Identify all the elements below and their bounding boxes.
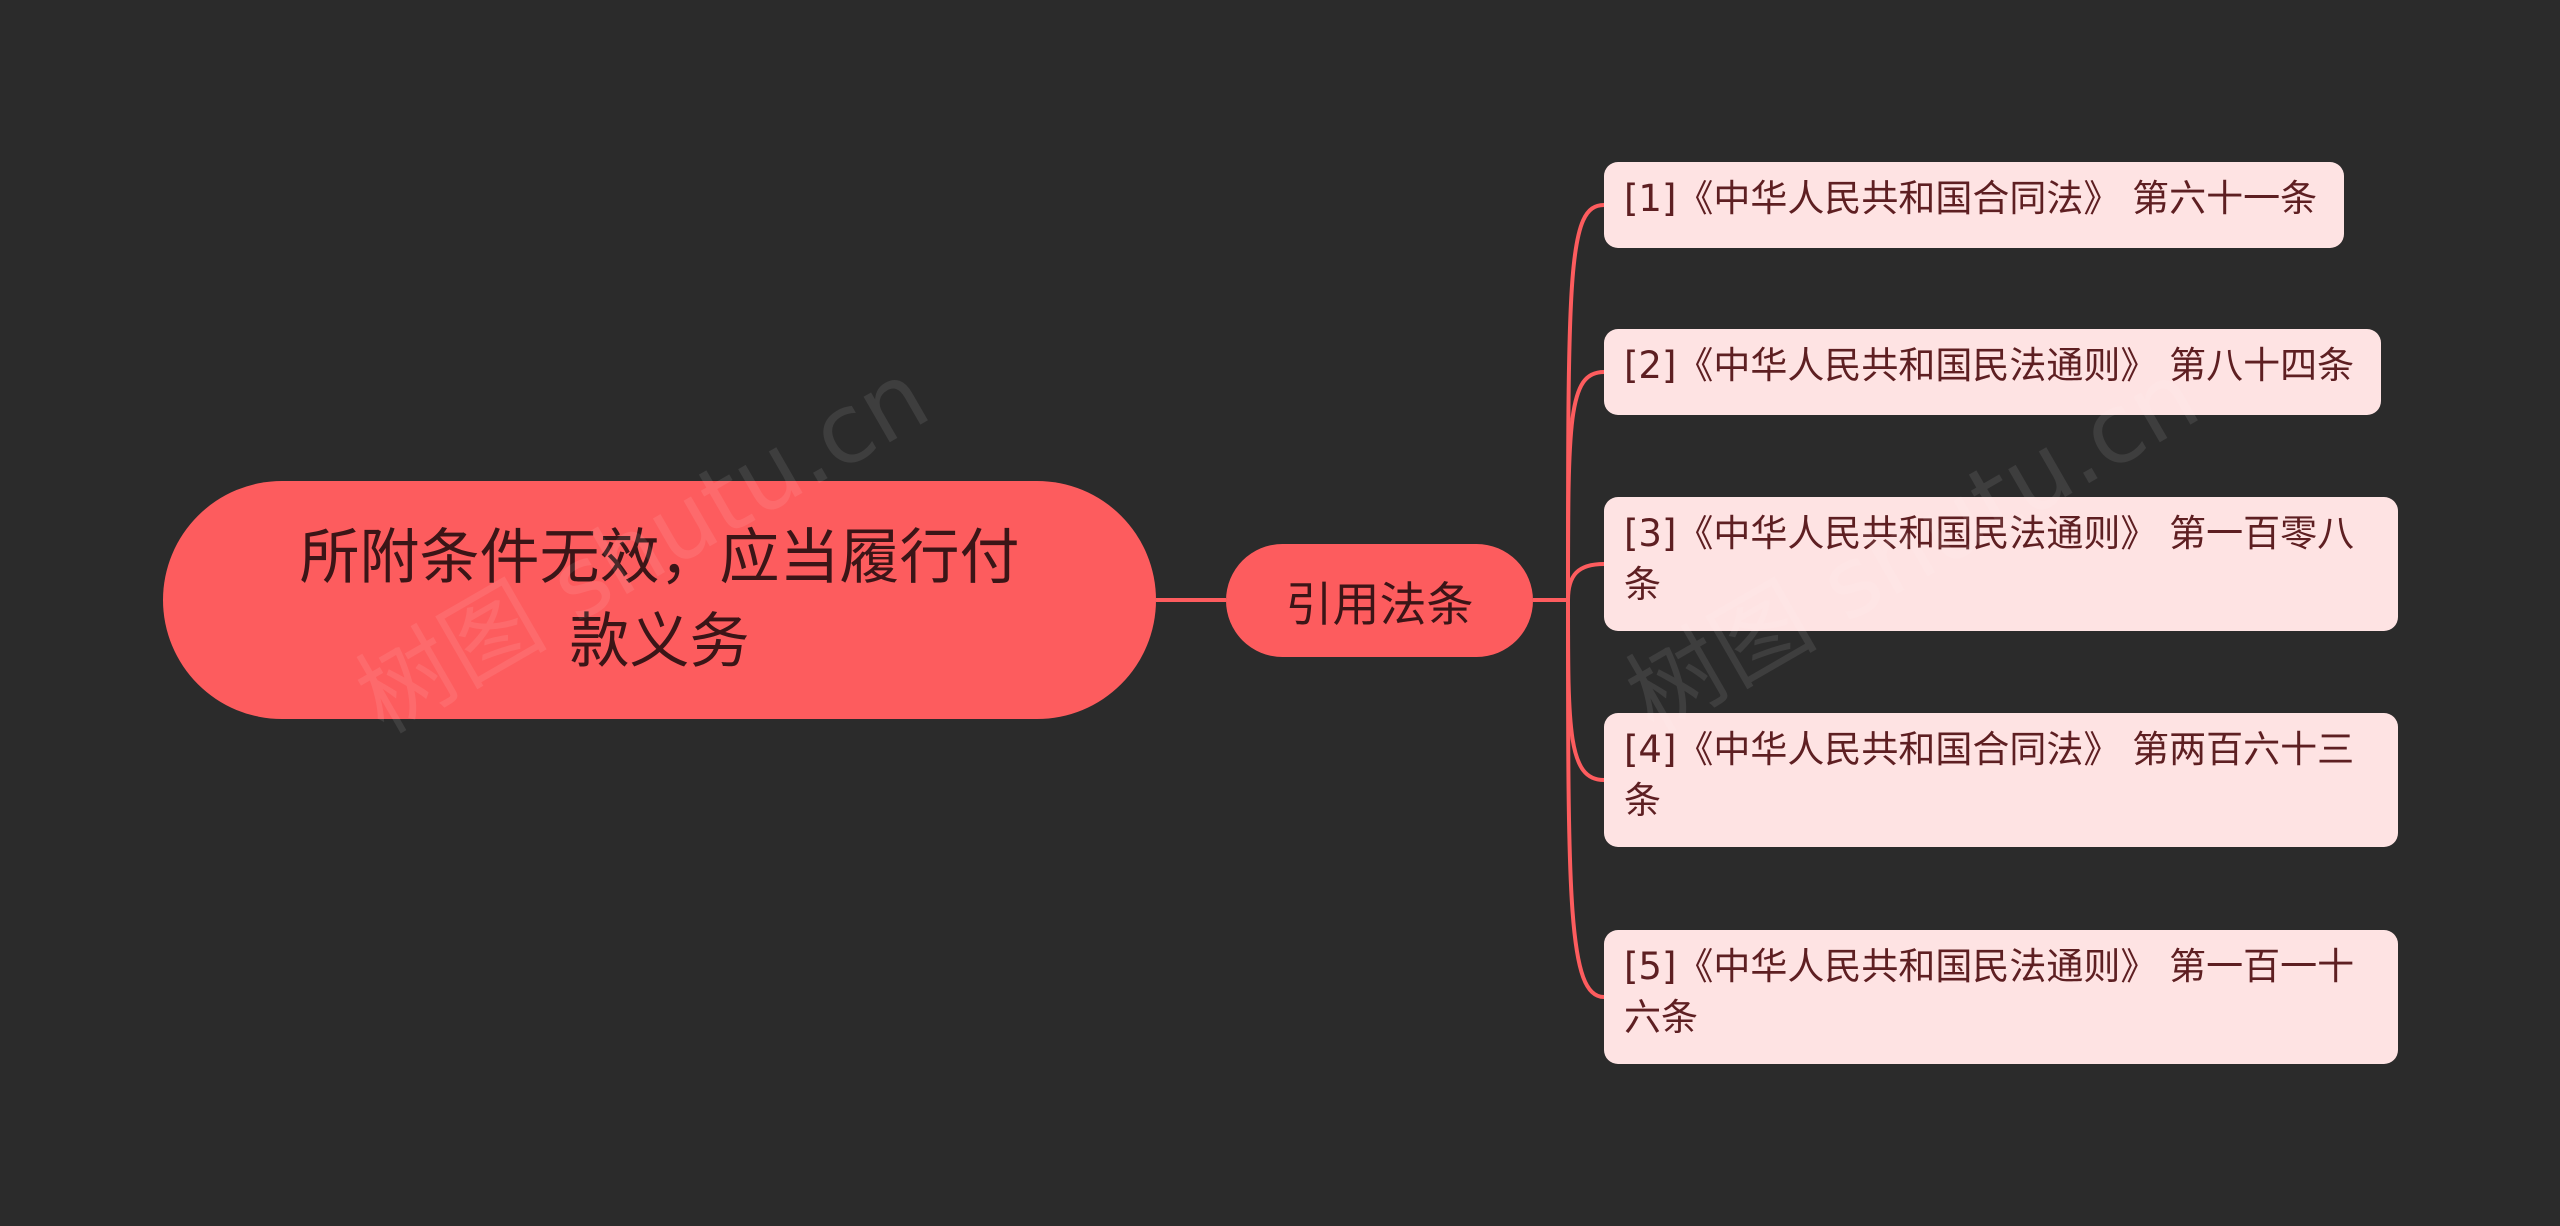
branch-node[interactable]: 引用法条 — [1226, 544, 1533, 657]
leaf-node-label: [5]《中华人民共和国民法通则》 第一百一十六条 — [1624, 945, 2355, 1039]
root-node[interactable]: 所附条件无效，应当履行付款义务 — [163, 481, 1156, 719]
root-node-label: 所附条件无效，应当履行付款义务 — [299, 523, 1020, 677]
leaf-node-label: [2]《中华人民共和国民法通则》 第八十四条 — [1624, 344, 2355, 387]
connector-leaf-5 — [1566, 599, 1605, 999]
leaf-node[interactable]: [5]《中华人民共和国民法通则》 第一百一十六条 — [1604, 930, 2398, 1064]
branch-node-label: 引用法条 — [1285, 578, 1474, 633]
leaf-node-label: [3]《中华人民共和国民法通则》 第一百零八条 — [1624, 512, 2355, 606]
leaf-node-label: [1]《中华人民共和国合同法》 第六十一条 — [1624, 177, 2318, 220]
connector-leaf-2 — [1566, 370, 1605, 601]
connector-leaf-3 — [1566, 562, 1605, 601]
leaf-node[interactable]: [4]《中华人民共和国合同法》 第两百六十三条 — [1604, 713, 2398, 847]
leaf-node[interactable]: [1]《中华人民共和国合同法》 第六十一条 — [1604, 162, 2344, 248]
connector-leaf-4 — [1566, 599, 1605, 782]
leaf-node[interactable]: [2]《中华人民共和国民法通则》 第八十四条 — [1604, 329, 2381, 415]
leaf-node-label: [4]《中华人民共和国合同法》 第两百六十三条 — [1624, 728, 2355, 822]
leaf-node[interactable]: [3]《中华人民共和国民法通则》 第一百零八条 — [1604, 497, 2398, 631]
